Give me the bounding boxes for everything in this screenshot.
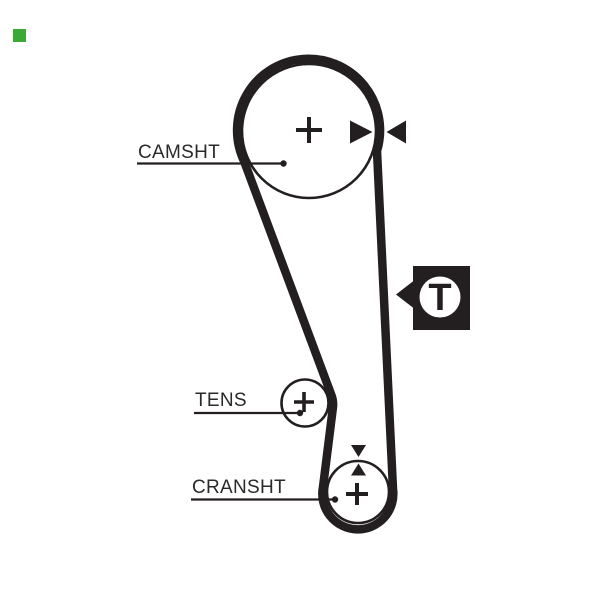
crankshaft-timing-marks [351, 445, 366, 476]
tensioner-label: TENS [195, 390, 247, 411]
tensioner-badge-circle [419, 276, 461, 318]
timing-mark-right-arrow-icon [350, 120, 373, 144]
camshaft-label: CAMSHT [138, 142, 220, 163]
camshaft-leader-dot [280, 160, 287, 167]
crankshaft-label: CRANSHT [192, 477, 286, 498]
tensioner-badge-letter: T [428, 277, 451, 319]
crankshaft-pulley-circle [325, 459, 391, 525]
tensioner-leader-dot [296, 409, 304, 417]
timing-mark-up-arrow-icon [351, 463, 366, 476]
timing-belt [232, 54, 398, 534]
tensioner-center-cross [294, 392, 314, 412]
timing-mark-left-arrow-icon [386, 120, 406, 144]
crankshaft-center-cross [346, 483, 368, 505]
tensioner-badge: T [396, 266, 470, 330]
brand-color-swatch [13, 29, 26, 42]
crankshaft-leader-dot [331, 496, 339, 503]
tensioner-badge-arrow-icon [396, 279, 416, 310]
tensioner-pulley-circle [280, 378, 330, 428]
camshaft-center-cross [296, 117, 322, 143]
timing-mark-down-arrow-icon [351, 445, 366, 457]
camshaft-timing-marks [350, 120, 406, 144]
